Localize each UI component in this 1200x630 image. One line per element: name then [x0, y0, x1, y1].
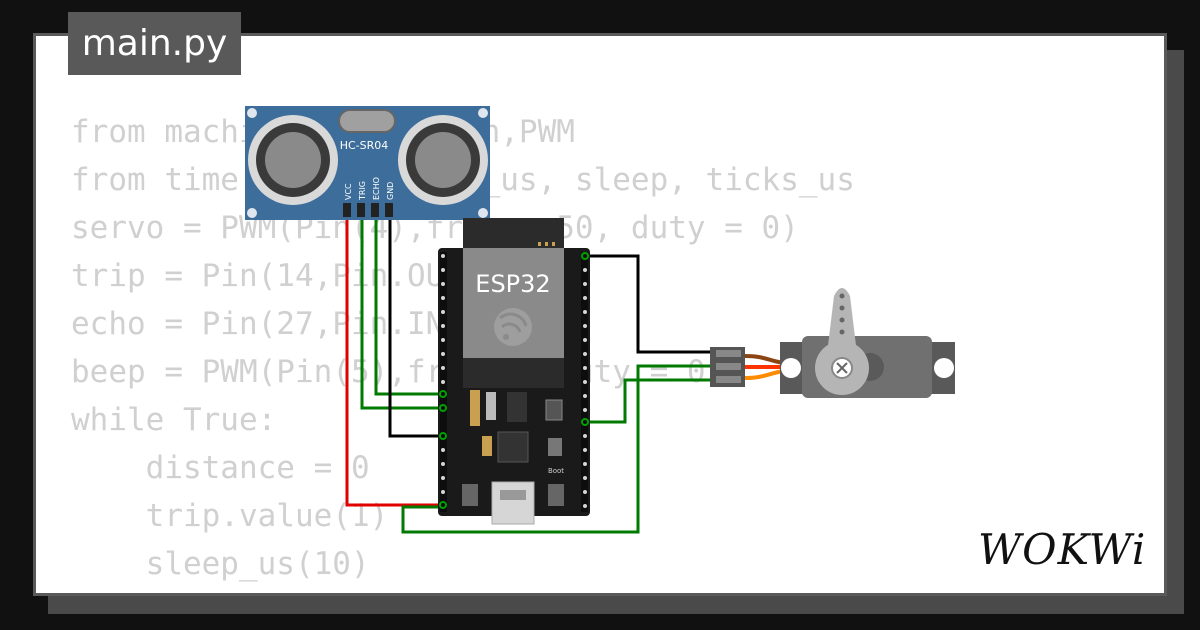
sensor-name-label: HC-SR04	[340, 139, 389, 152]
code-line-10: sleep_us(10)	[71, 546, 370, 582]
transducer-right	[398, 115, 488, 205]
left-pins	[441, 254, 445, 494]
servo-horn-icon	[815, 288, 869, 395]
wire-echo[interactable]	[374, 220, 443, 396]
voltage-regulator	[507, 392, 527, 422]
wire-gnd-servo[interactable]	[583, 254, 712, 354]
micro-usb-port	[491, 481, 535, 525]
code-line-8: distance = 0	[71, 450, 370, 486]
sensor-pins	[343, 203, 393, 217]
boot-button[interactable]	[548, 484, 564, 506]
board-name-label: ESP32	[475, 270, 550, 298]
boot-label: Boot	[548, 467, 564, 475]
antenna-dots	[538, 242, 555, 246]
mount-hole	[247, 208, 257, 218]
wires	[345, 220, 712, 534]
mount-hole	[247, 108, 257, 118]
smd-components	[470, 390, 480, 426]
antenna-area	[463, 218, 564, 248]
pin-label-vcc: VCC	[344, 183, 353, 200]
servo-motor[interactable]	[780, 288, 955, 398]
connected-pins	[439, 252, 589, 509]
module-base	[463, 358, 564, 388]
wokwi-logo: WOKWi	[978, 525, 1147, 574]
code-line-5: echo = Pin(27,Pin.IN)	[71, 306, 463, 342]
wire-servo-signal[interactable]	[583, 378, 712, 424]
pin-label-trig: TRIG	[358, 181, 367, 201]
code-line-4: trip = Pin(14,Pin.OUT)	[71, 258, 482, 294]
espressif-logo-icon	[494, 308, 532, 346]
wire-trig[interactable]	[360, 220, 443, 410]
wire-servo-power[interactable]	[401, 364, 712, 534]
wire-gnd-sensor[interactable]	[388, 220, 443, 438]
crystal-oscillator	[338, 109, 396, 133]
esp32-board[interactable]: ESP32	[438, 218, 590, 525]
smd-components	[548, 438, 562, 456]
transducer-left	[248, 115, 338, 205]
mount-hole	[478, 108, 488, 118]
wire-vcc[interactable]	[345, 220, 443, 507]
capacitor	[545, 399, 563, 421]
ultrasonic-sensor[interactable]: HC-SR04 VCC TRIG ECHO GND	[245, 106, 490, 220]
servo-connector[interactable]	[710, 347, 745, 387]
mount-hole	[781, 358, 801, 378]
micro-usb-slot	[500, 490, 526, 500]
mount-hole	[478, 208, 488, 218]
smd-components	[482, 436, 492, 456]
mount-hole	[934, 358, 954, 378]
code-line-7: while True:	[71, 402, 277, 438]
right-pins	[583, 268, 587, 508]
pin-label-echo: ECHO	[372, 177, 381, 200]
en-button[interactable]	[462, 484, 478, 506]
file-tab[interactable]: main.py	[68, 12, 241, 75]
smd-components	[486, 392, 496, 420]
pin-label-gnd: GND	[386, 182, 395, 200]
usb-uart-chip	[497, 431, 529, 463]
